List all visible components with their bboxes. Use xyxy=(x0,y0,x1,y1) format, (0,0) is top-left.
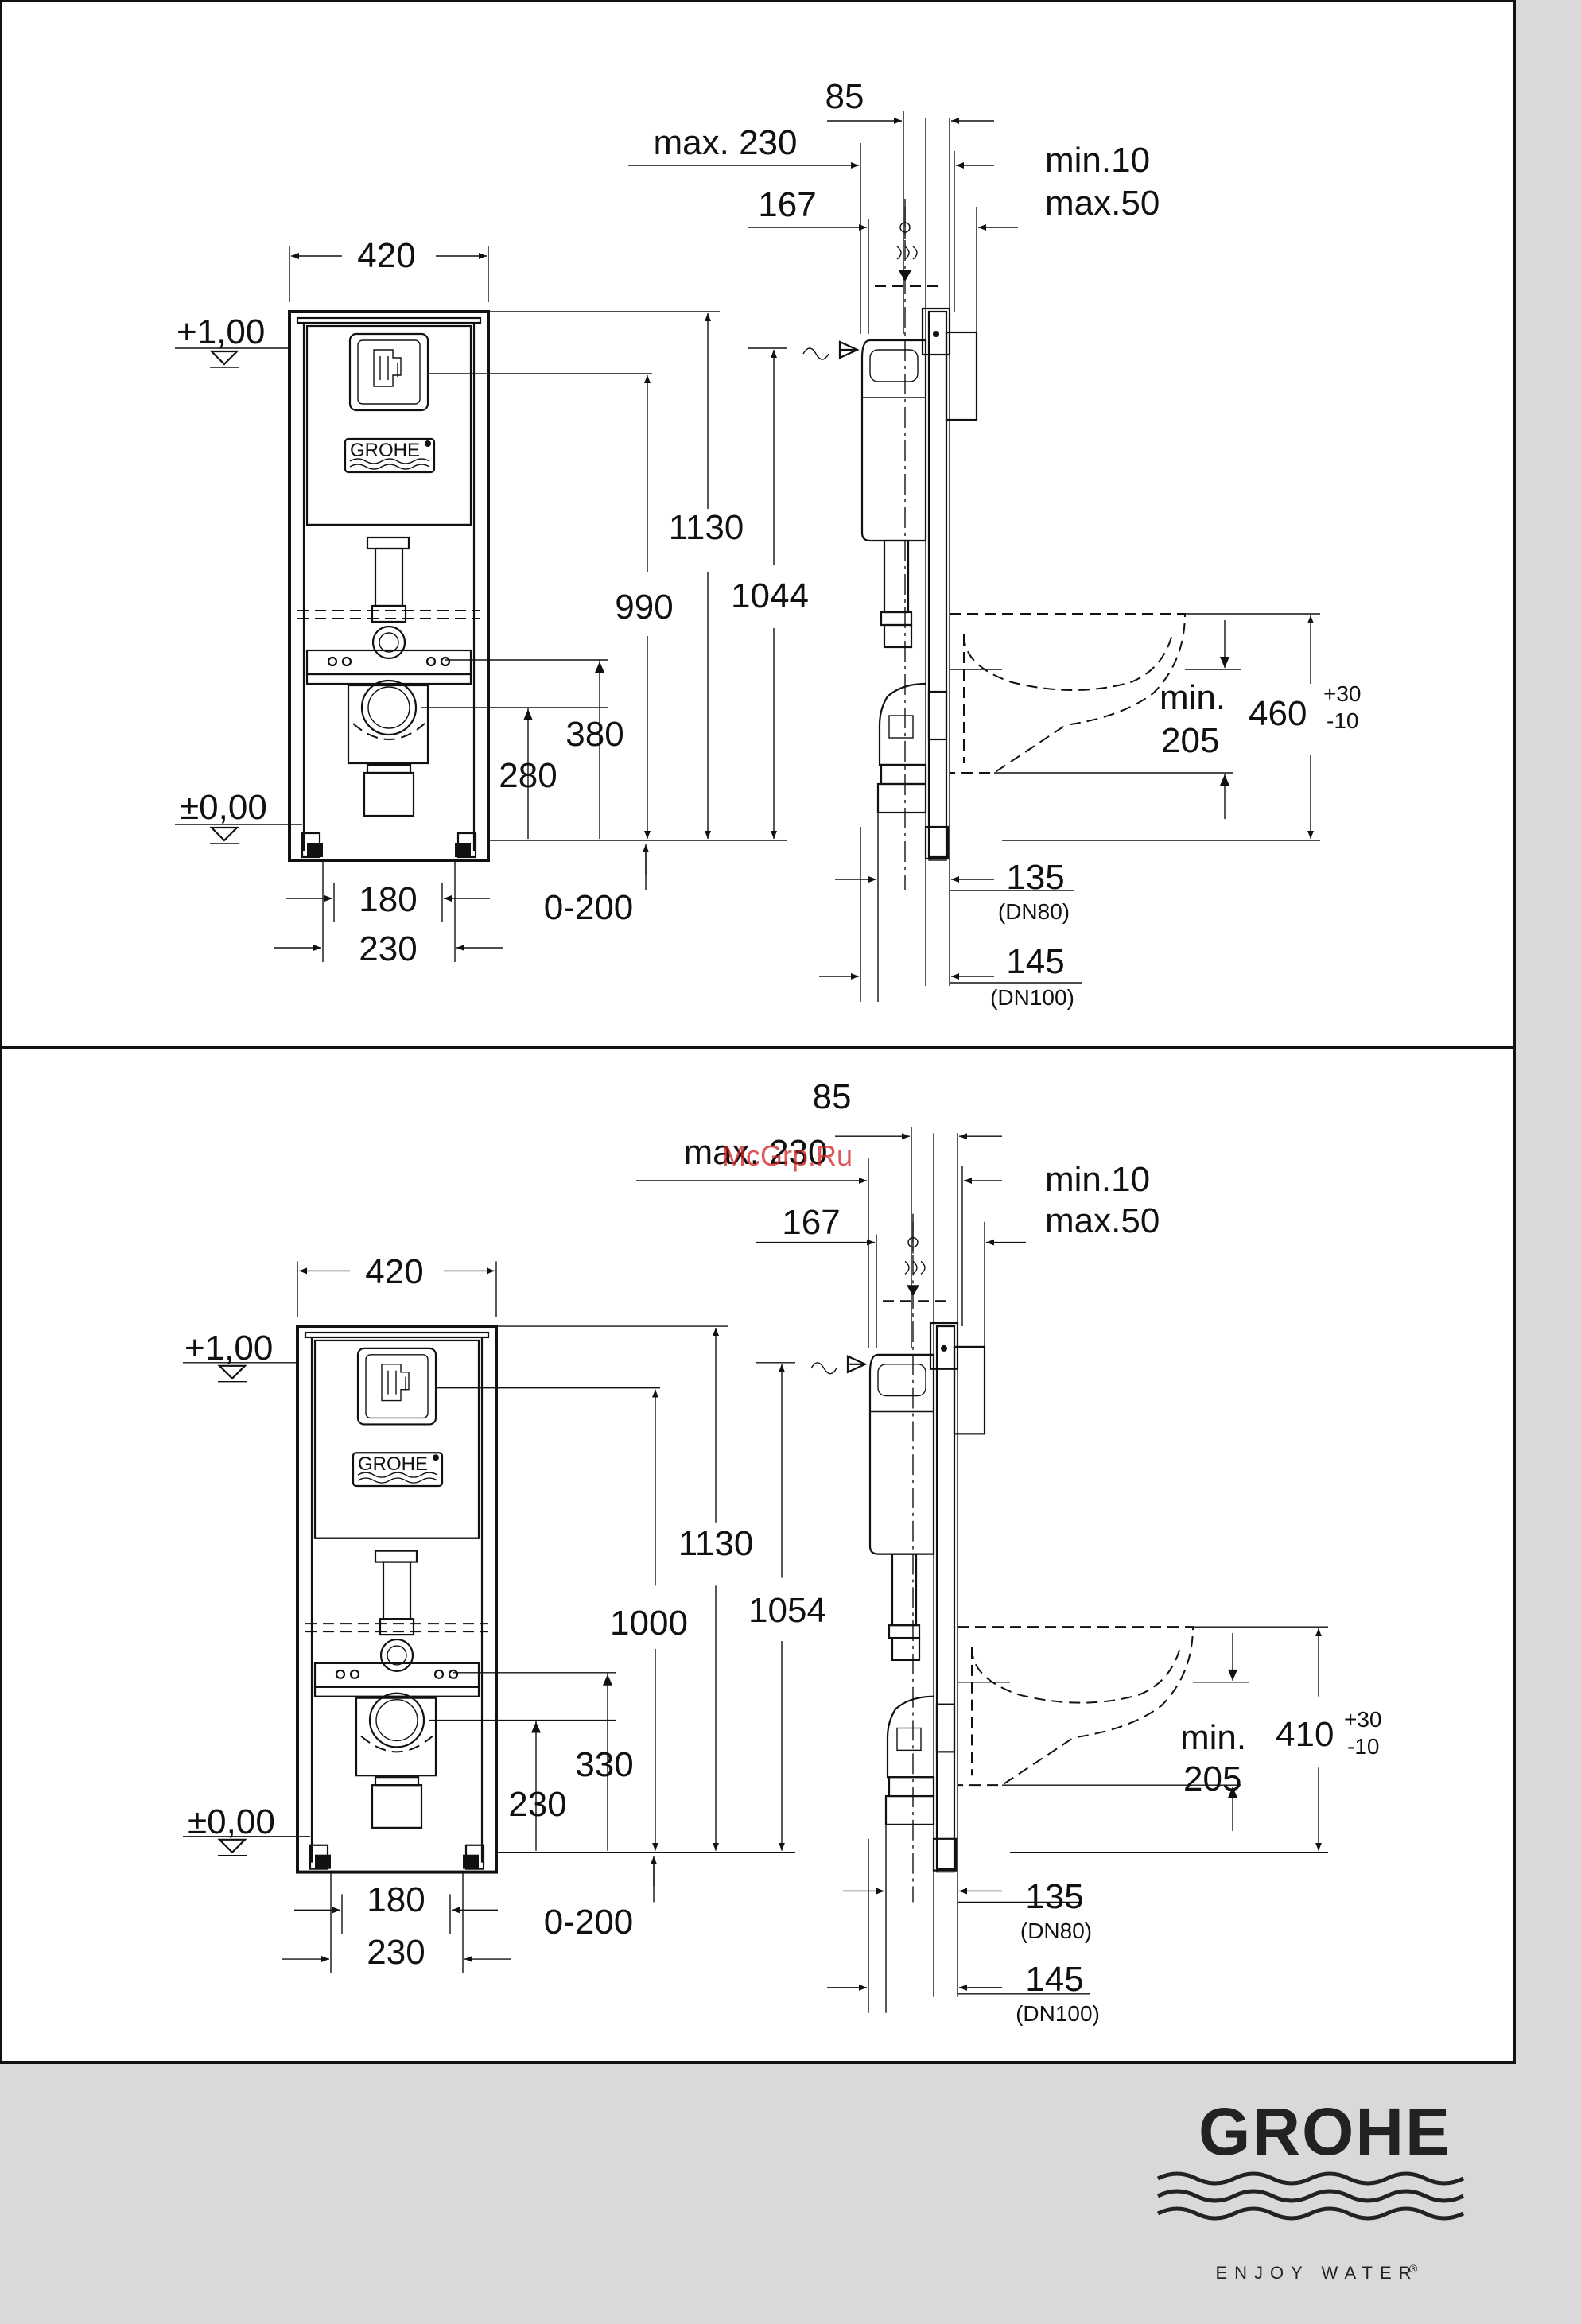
watermark: McGrp.Ru xyxy=(722,1139,853,1172)
dn80: (DN80) xyxy=(1020,1919,1092,1943)
dim-floor-adjust: 0-200 xyxy=(544,888,634,927)
panel-bottom xyxy=(0,1048,1514,2062)
bowl-205: 205 xyxy=(1183,1759,1241,1798)
dim-feet-outer: 230 xyxy=(359,929,417,968)
bowl-205: 205 xyxy=(1161,721,1219,760)
logo-registered: ® xyxy=(1409,2262,1418,2275)
dim-feet-outer: 230 xyxy=(367,1933,425,1972)
grohe-logo: GROHE ENJOY WATER ® xyxy=(1158,2094,1463,2283)
bowl-height: 460 xyxy=(1249,694,1307,733)
tolerance-plus: +30 xyxy=(1344,1707,1382,1732)
dim-width: 420 xyxy=(357,236,415,275)
dim-feet-inner: 180 xyxy=(359,880,417,919)
dim-feet-inner: 180 xyxy=(367,1880,425,1919)
logo-waves-icon xyxy=(1158,2174,1463,2218)
dim-inlet: 230 xyxy=(508,1785,566,1824)
bowl-min-label: min. xyxy=(1180,1718,1246,1757)
dim-135: 135 xyxy=(1025,1877,1083,1916)
dim-inlet: 280 xyxy=(499,756,557,795)
dim-wall-max: max.50 xyxy=(1045,184,1160,223)
tolerance-minus: -10 xyxy=(1327,708,1358,733)
dim-total-height: 1044 xyxy=(731,576,809,615)
dim-frame-height: 1130 xyxy=(678,1524,754,1563)
tolerance-plus: +30 xyxy=(1323,681,1362,706)
dn100: (DN100) xyxy=(1016,2001,1100,2026)
dim-167: 167 xyxy=(758,185,816,224)
dim-width: 420 xyxy=(365,1252,423,1291)
dim-actuator-height: 1000 xyxy=(610,1604,688,1643)
dim-167: 167 xyxy=(782,1203,840,1242)
logo-tagline: ENJOY WATER xyxy=(1215,2263,1418,2283)
dim-depth-85: 85 xyxy=(813,1077,852,1116)
dim-wall-min: min.10 xyxy=(1045,1160,1150,1199)
level-top: +1,00 xyxy=(185,1329,273,1368)
tolerance-minus: -10 xyxy=(1347,1734,1379,1759)
dim-actuator-height: 990 xyxy=(615,588,673,627)
dim-depth-85: 85 xyxy=(825,77,864,116)
level-zero: ±0,00 xyxy=(180,788,267,827)
level-zero: ±0,00 xyxy=(188,1802,275,1841)
dim-drain-axis: 380 xyxy=(565,715,623,754)
dn100: (DN100) xyxy=(990,985,1074,1010)
logo-wordmark: GROHE xyxy=(1198,2094,1451,2169)
dim-145: 145 xyxy=(1025,1960,1083,1999)
dim-floor-adjust: 0-200 xyxy=(544,1903,634,1942)
dim-wall-max: max.50 xyxy=(1045,1201,1160,1240)
dim-total-height: 1054 xyxy=(748,1591,826,1630)
level-top: +1,00 xyxy=(177,312,265,351)
dim-145: 145 xyxy=(1006,942,1064,981)
bowl-min-label: min. xyxy=(1160,678,1226,717)
dim-drain-axis: 330 xyxy=(575,1745,633,1784)
dim-max-230: max. 230 xyxy=(654,123,798,162)
dim-wall-min: min.10 xyxy=(1045,141,1150,180)
bowl-height: 410 xyxy=(1276,1715,1334,1754)
dn80: (DN80) xyxy=(998,899,1070,924)
dim-frame-height: 1130 xyxy=(669,508,744,547)
dim-135: 135 xyxy=(1006,858,1064,897)
